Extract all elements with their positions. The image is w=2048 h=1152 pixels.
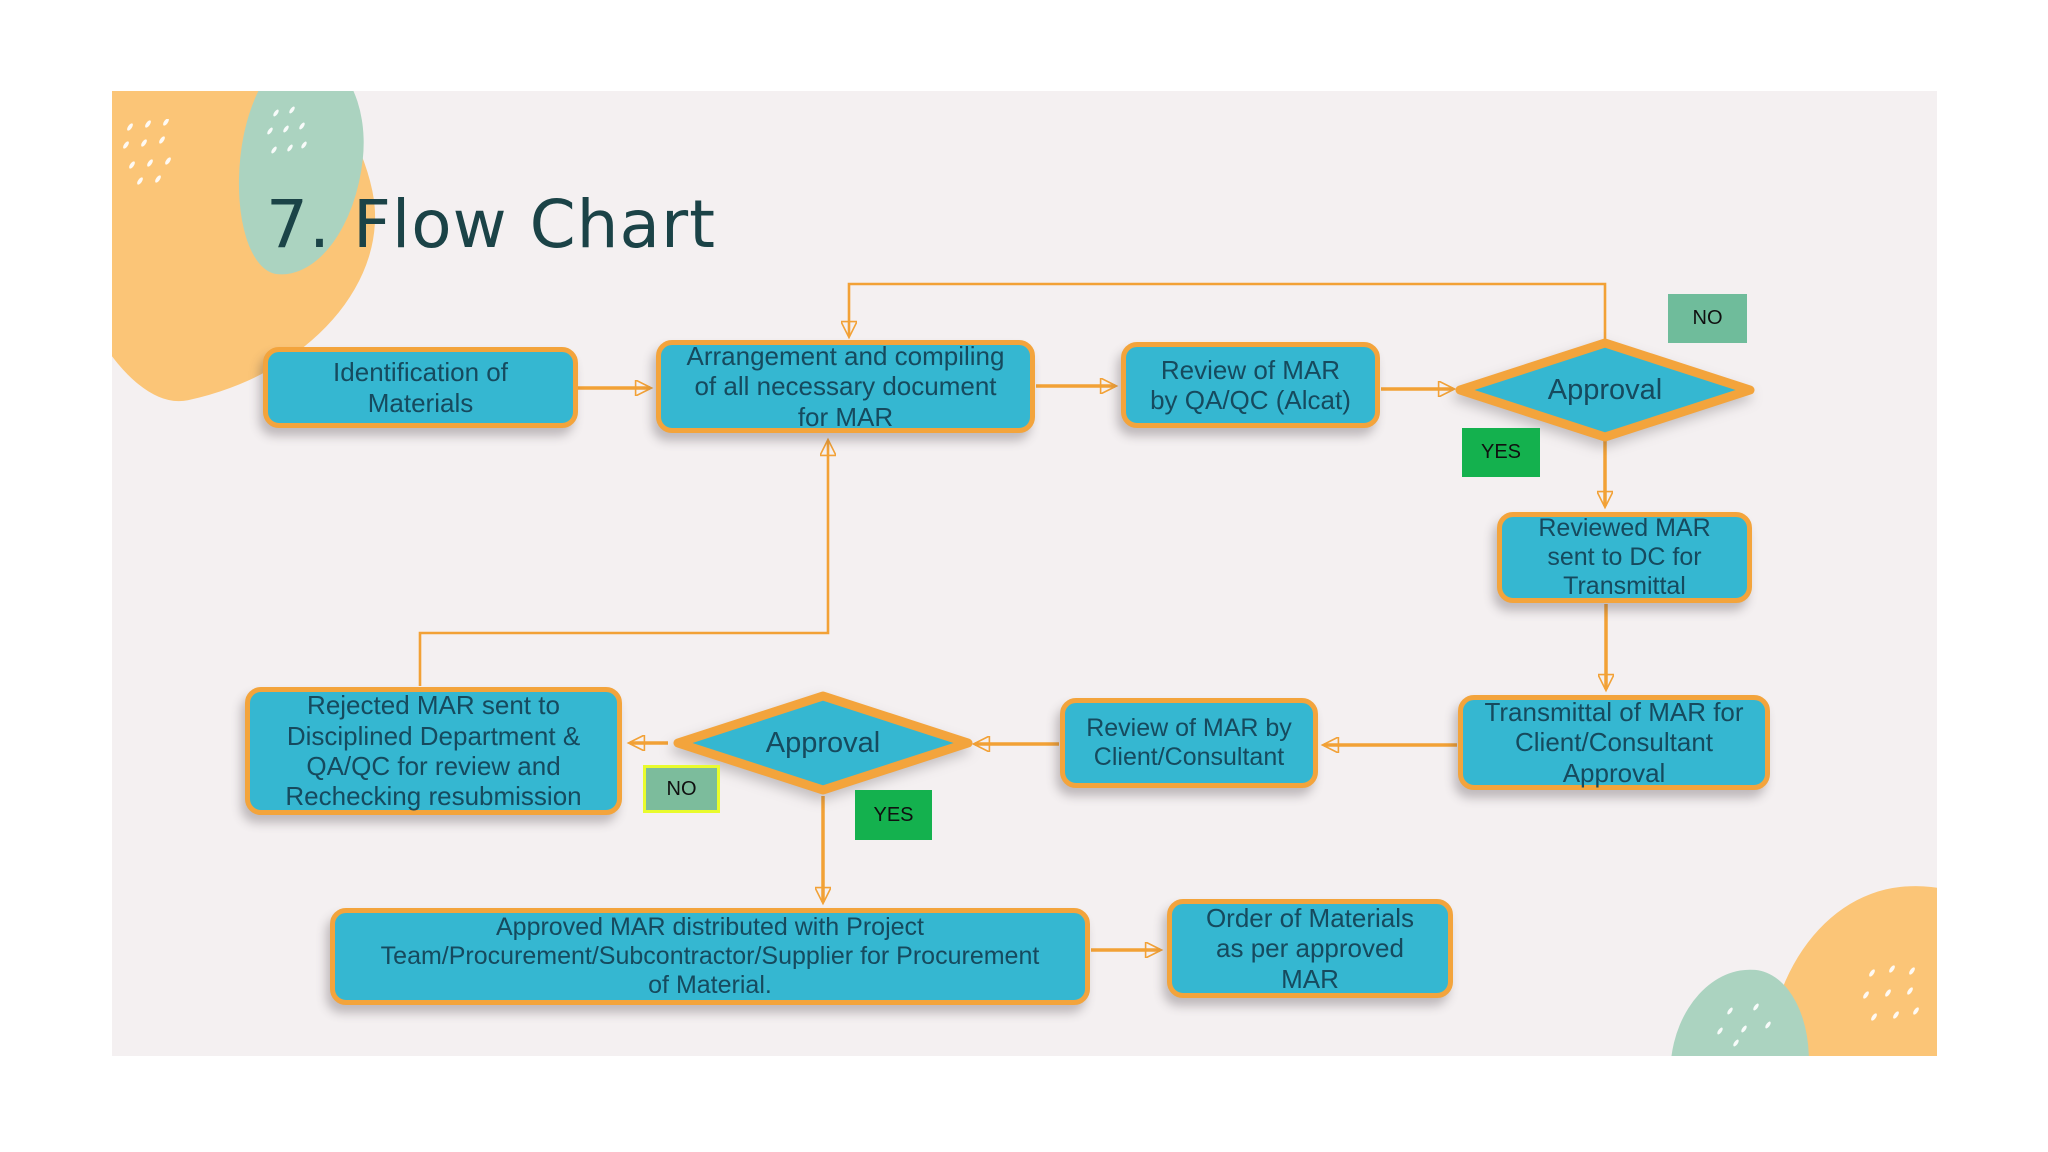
flow-node-label: Review of MAR by QA/QC (Alcat) — [1150, 354, 1351, 415]
flow-node-rejected: Rejected MAR sent to Disciplined Departm… — [245, 687, 622, 815]
flow-decision-label: Approval — [765, 726, 881, 759]
flow-node-label: Approved MAR distributed with Project Te… — [380, 912, 1040, 1000]
flow-node-transmittal: Transmittal of MAR for Client/Consultant… — [1458, 695, 1770, 790]
flow-node-label: Reviewed MAR sent to DC for Transmittal — [1538, 513, 1711, 601]
flow-node-order-materials: Order of Materials as per approved MAR — [1167, 899, 1453, 998]
flow-node-arrangement: Arrangement and compiling of all necessa… — [656, 340, 1035, 433]
flow-node-identification: Identification of Materials — [263, 347, 578, 428]
flow-node-reviewed-dc: Reviewed MAR sent to DC for Transmittal — [1497, 512, 1752, 603]
branch-label-no-2: NO — [643, 765, 720, 813]
speck-dots-top-left-orange — [123, 119, 171, 185]
branch-label-yes-2: YES — [855, 790, 932, 840]
flow-node-label: Arrangement and compiling of all necessa… — [686, 340, 1005, 432]
flow-node-label: Rejected MAR sent to Disciplined Departm… — [285, 690, 582, 812]
flow-node-approved-distribution: Approved MAR distributed with Project Te… — [330, 908, 1090, 1005]
diamond-shape — [673, 691, 973, 795]
branch-label-no-1: NO — [1668, 294, 1747, 343]
branch-label-yes-1: YES — [1462, 428, 1540, 477]
flow-decision-label: Approval — [1547, 373, 1663, 406]
flow-node-label: Review of MAR by Client/Consultant — [1086, 713, 1292, 771]
page-title: 7. Flow Chart — [266, 186, 716, 263]
flow-node-review-client: Review of MAR by Client/Consultant — [1060, 698, 1318, 788]
flow-decision-approval-1: Approval — [1455, 338, 1755, 442]
diamond-shape — [1455, 338, 1755, 442]
speck-dots-top-left-green — [267, 106, 307, 154]
flow-node-label: Transmittal of MAR for Client/Consultant… — [1484, 696, 1744, 788]
flow-node-label: Order of Materials as per approved MAR — [1205, 902, 1415, 994]
speck-dots-bottom-right-green — [1717, 1003, 1771, 1047]
speck-dots-bottom-right-orange — [1863, 965, 1919, 1021]
flow-decision-approval-2: Approval — [673, 691, 973, 795]
flow-node-label: Identification of Materials — [333, 357, 508, 418]
flow-node-review-qaqc: Review of MAR by QA/QC (Alcat) — [1121, 342, 1380, 428]
